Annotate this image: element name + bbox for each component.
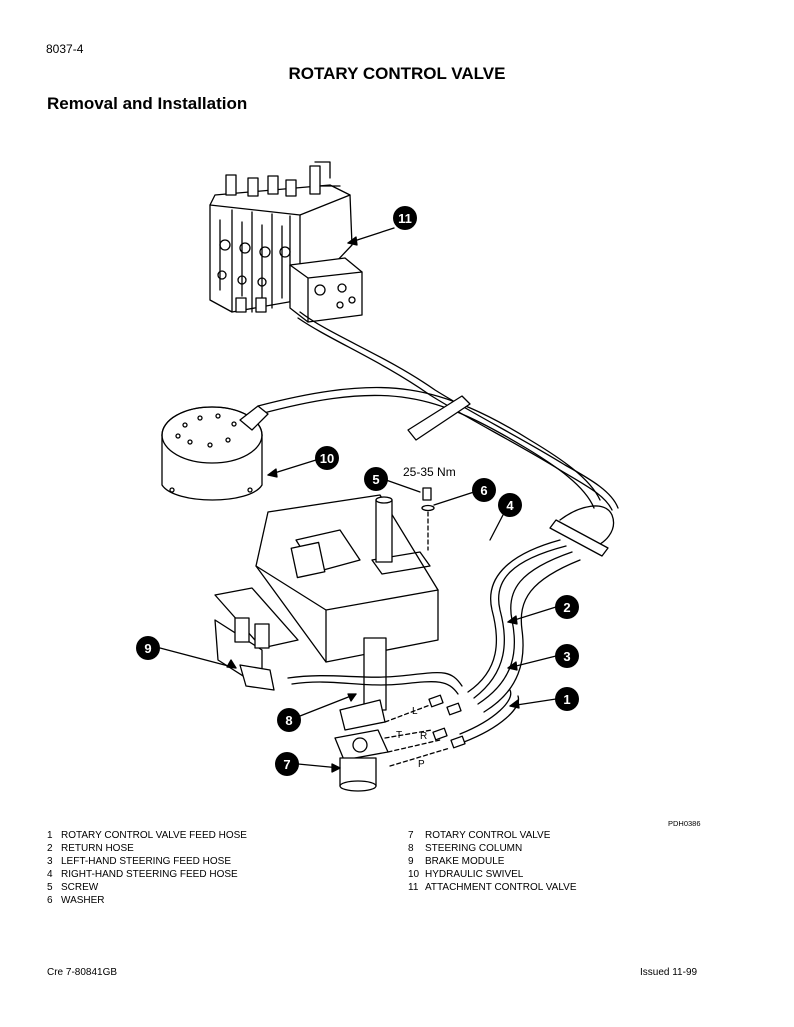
- figure-reference: PDH0386: [668, 819, 701, 828]
- callout-8: 8: [277, 708, 301, 732]
- svg-text:9: 9: [144, 641, 151, 656]
- callout-11: 11: [393, 206, 417, 230]
- callout-1: 1: [555, 687, 579, 711]
- callout-2: 2: [555, 595, 579, 619]
- callout-6: 6: [472, 478, 496, 502]
- callout-10: 10: [315, 446, 339, 470]
- svg-text:11: 11: [398, 211, 412, 226]
- callout-4: 4: [498, 493, 522, 517]
- section-heading: Removal and Installation: [47, 94, 248, 113]
- callout-9: 9: [136, 636, 160, 660]
- hydraulic-swivel-drawing: [161, 405, 269, 501]
- document-number: 8037-4: [46, 42, 84, 56]
- callout-5: 5: [364, 467, 388, 491]
- brake-module-drawing: [214, 587, 299, 691]
- svg-text:8: 8: [285, 713, 292, 728]
- port-label-r: R: [420, 731, 427, 742]
- port-label-l: L: [412, 706, 418, 717]
- steering-column-drawing: [339, 496, 393, 731]
- page-title: ROTARY CONTROL VALVE: [288, 64, 506, 83]
- footer-issue-date: Issued 11-99: [640, 967, 698, 978]
- svg-text:10: 10: [320, 451, 334, 466]
- callout-7: 7: [275, 752, 299, 776]
- rotary-control-valve-drawing: [334, 729, 389, 792]
- callout-3: 3: [555, 644, 579, 668]
- port-label-p: P: [418, 759, 425, 770]
- attachment-control-valve-drawing: [209, 161, 363, 323]
- svg-text:5: 5: [372, 472, 379, 487]
- svg-text:6: 6: [480, 483, 487, 498]
- footer-reference: Cre 7-80841GB: [47, 967, 118, 978]
- svg-text:4: 4: [506, 498, 514, 513]
- port-label-t: T: [396, 730, 402, 741]
- svg-text:2: 2: [563, 600, 570, 615]
- torque-label: 25-35 Nm: [403, 465, 456, 479]
- svg-text:7: 7: [283, 757, 290, 772]
- svg-text:1: 1: [563, 692, 570, 707]
- svg-text:3: 3: [563, 649, 570, 664]
